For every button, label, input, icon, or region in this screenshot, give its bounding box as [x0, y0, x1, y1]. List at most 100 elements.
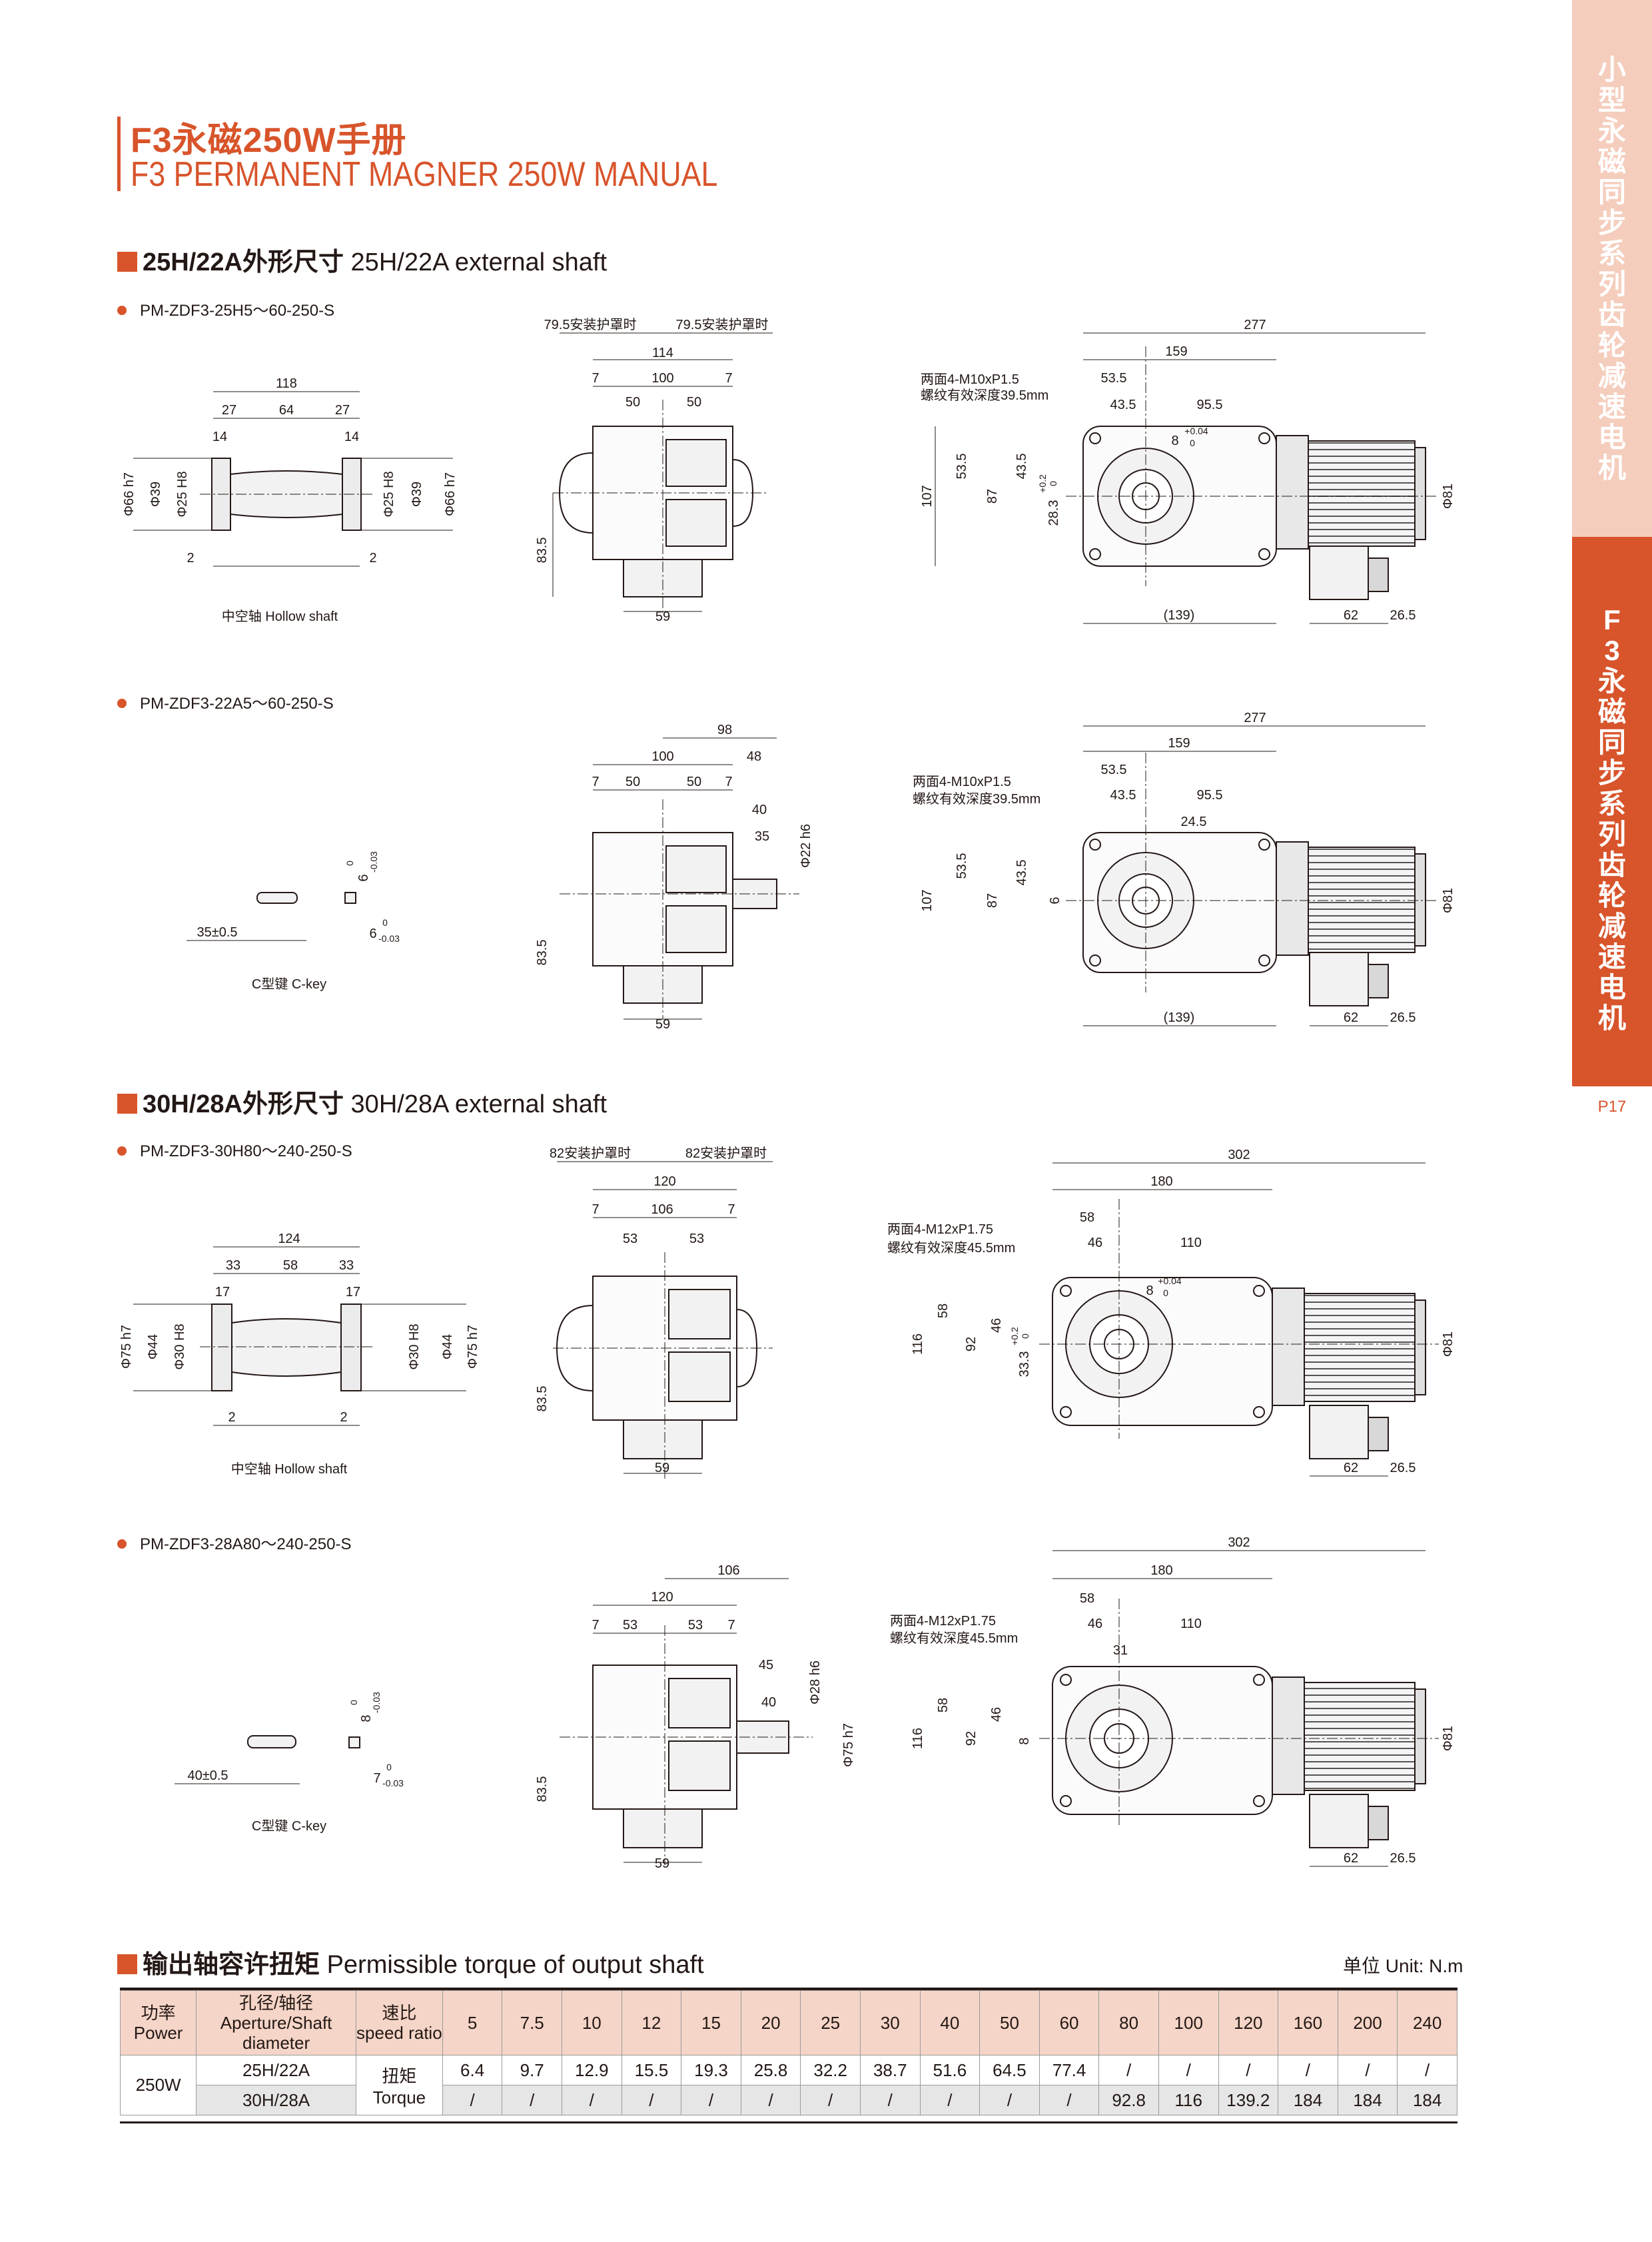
rib	[665, 499, 727, 547]
dim-label: 114	[652, 346, 673, 360]
dim-label: Φ44	[440, 1334, 455, 1359]
motor-fins	[1304, 1293, 1416, 1402]
dim-label: 95.5	[1197, 788, 1223, 803]
dim-label: Φ66 h7	[443, 472, 458, 516]
terminal-box	[1309, 546, 1369, 600]
terminal-box	[1309, 952, 1369, 1006]
dim-label: 17	[346, 1285, 360, 1300]
power-cell: 250W	[119, 2055, 197, 2115]
torque-value-cell: /	[562, 2085, 622, 2115]
bolt-hole	[1253, 1285, 1265, 1297]
front-view-drawing-22a	[1066, 725, 1439, 1026]
torque-value-cell: 184	[1397, 2085, 1457, 2115]
dim-label: 28.3	[1046, 500, 1061, 526]
thread-depth-note: 螺纹有效深度45.5mm	[890, 1631, 1018, 1646]
sidebar-tab-series[interactable]	[1572, 0, 1652, 537]
bolt-hole	[1253, 1406, 1265, 1418]
caption-c-key: C型键 C-key	[252, 1818, 326, 1834]
dim-label: 45	[759, 1658, 773, 1673]
model-label-22a: PM-ZDF3-22A5～60-250-S	[117, 690, 334, 713]
dim-label: 26.5	[1390, 1851, 1416, 1866]
dim-label: 302	[1228, 1535, 1250, 1550]
dim-label: 92	[964, 1337, 979, 1351]
cable-gland	[1368, 1417, 1389, 1451]
model-label-30h: PM-ZDF3-30H80～240-250-S	[117, 1138, 352, 1161]
bolt-hole	[1258, 432, 1270, 444]
thread-note: 两面4-M12xP1.75	[887, 1222, 993, 1237]
model-label-28a: PM-ZDF3-28A80～240-250-S	[117, 1531, 351, 1554]
torque-value-cell: 32.2	[800, 2055, 861, 2085]
dim-label: 100	[651, 371, 673, 386]
dim-label: 59	[655, 1017, 670, 1032]
dim-label: 26.5	[1390, 1010, 1416, 1025]
dim-label: 6	[369, 927, 376, 941]
dim-label: Φ66 h7	[122, 472, 137, 516]
thread-depth-note: 螺纹有效深度39.5mm	[913, 791, 1040, 807]
dim-label: 2	[340, 1410, 347, 1425]
dim-label: 35	[755, 829, 769, 844]
caption-hollow-shaft: 中空轴 Hollow shaft	[231, 1461, 348, 1477]
dim-label: 26.5	[1390, 608, 1416, 623]
dim-label: 53	[623, 1232, 637, 1246]
dim-label: 58	[283, 1258, 298, 1273]
key-end	[344, 892, 356, 904]
torque-value-cell: 15.5	[621, 2055, 682, 2085]
dim-label: Φ25 H8	[382, 471, 396, 517]
side-view-drawing-30h	[553, 1161, 773, 1479]
dim-label: 53	[688, 1618, 703, 1633]
dim-label: 116	[911, 1333, 925, 1355]
motor-fins	[1308, 440, 1416, 547]
dim-label: 107	[920, 889, 935, 911]
dim-label: 7	[592, 1202, 599, 1217]
bolt-hole	[1089, 839, 1101, 851]
tolerance: 0	[344, 861, 355, 866]
title-accent-bar	[117, 117, 121, 191]
cable-gland	[1368, 1806, 1389, 1840]
dim-label: 277	[1244, 711, 1266, 725]
hollow-shaft-drawing-30h	[133, 1246, 466, 1426]
side-view-drawing-25h	[552, 332, 773, 613]
page-title-en: F3 PERMANENT MAGNER 250W MANUAL	[131, 155, 718, 194]
torque-value-cell: 51.6	[919, 2055, 981, 2085]
dim-label: 7	[592, 371, 599, 386]
torque-value-cell: 77.4	[1038, 2055, 1100, 2085]
dim-label: 95.5	[1197, 398, 1223, 412]
hollow-shaft-drawing-25h	[133, 391, 453, 567]
dim-label: Φ75 h7	[466, 1325, 480, 1369]
dim-label: Φ30 H8	[407, 1323, 422, 1369]
table-top-rule	[120, 1988, 1457, 1990]
dim-label: 40	[761, 1695, 776, 1710]
torque-value-cell: /	[442, 2085, 503, 2115]
dim-label: 180	[1150, 1174, 1172, 1189]
motor-endcap	[1414, 447, 1426, 540]
dim-label: 2	[187, 551, 194, 565]
key-top	[247, 1735, 296, 1748]
dim-label: 59	[655, 1856, 669, 1871]
thread-depth-note: 螺纹有效深度45.5mm	[887, 1240, 1015, 1256]
section-heading-25h: 25H/22A外形尺寸 25H/22A external shaft	[117, 241, 607, 278]
tolerance: 0	[382, 917, 388, 928]
thread-depth-note: 螺纹有效深度39.5mm	[921, 388, 1048, 403]
dim-label: Φ44	[146, 1334, 161, 1359]
dim-label: 43.5	[1015, 860, 1029, 886]
bolt-hole	[1253, 1674, 1265, 1686]
ratio-header-cell: 30	[859, 1990, 921, 2055]
rib	[668, 1678, 731, 1728]
dim-label: 46	[989, 1707, 1004, 1722]
motor-flange	[623, 1419, 703, 1459]
dim-label: 50	[625, 395, 640, 410]
ratio-header-cell: 50	[979, 1990, 1040, 2055]
bolt-hole	[1060, 1406, 1072, 1418]
thread-note: 两面4-M10xP1.5	[921, 372, 1019, 387]
sidebar-tab-active[interactable]	[1572, 537, 1652, 1083]
dim-label: 59	[655, 609, 670, 624]
size-cell: 25H/22A	[196, 2055, 356, 2085]
torque-value-cell: 64.5	[979, 2055, 1040, 2085]
ratio-header-cell: 80	[1098, 1990, 1159, 2055]
motor-endcap	[1414, 1688, 1426, 1784]
key-drawing-22a	[187, 892, 356, 941]
tolerance: 0	[1048, 481, 1058, 486]
section-heading-30h: 30H/28A外形尺寸 30H/28A external shaft	[117, 1083, 607, 1120]
dim-label: Φ75 h7	[119, 1325, 134, 1369]
